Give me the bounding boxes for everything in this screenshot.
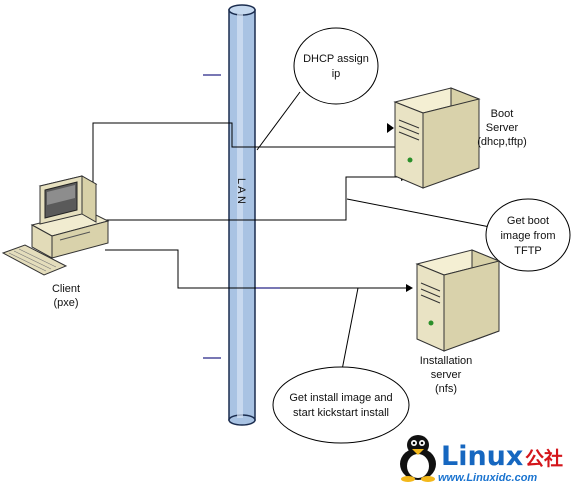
linux-watermark: Linux 公社 www.Linuxidc.com — [400, 435, 563, 484]
boot-callout-line-2: image from — [500, 230, 555, 242]
client-label: Client (pxe) — [52, 283, 80, 309]
boot-server-line-2: Server — [486, 122, 519, 134]
boot-server-line-1: Boot — [491, 108, 514, 120]
client-computer-icon — [1, 175, 110, 276]
dhcp-callout-line-1: DHCP assign — [303, 53, 369, 65]
lan-ticks — [203, 74, 221, 359]
install-callout-line-2: start kickstart install — [293, 407, 389, 419]
dhcp-callout: DHCP assign ip — [293, 27, 379, 105]
watermark-url: www.Linuxidc.com — [438, 472, 537, 484]
watermark-brand: Linux — [441, 441, 523, 472]
install-callout-line-1: Get install image and — [289, 392, 392, 404]
boot-server-label: Boot Server (dhcp,tftp) — [477, 108, 527, 148]
boot-callout-line-1: Get boot — [507, 215, 549, 227]
installation-server-label: Installation server (nfs) — [420, 355, 473, 395]
tux-penguin-icon — [400, 435, 436, 482]
lan-label: L A N — [235, 178, 247, 204]
network-links — [92, 91, 491, 371]
install-image-callout: Get install image and start kickstart in… — [272, 366, 410, 444]
dhcp-callout-line-2: ip — [332, 68, 341, 80]
installation-server-line-1: Installation — [420, 355, 473, 367]
boot-server-icon — [393, 87, 481, 189]
installation-server-line-2: server — [431, 369, 462, 381]
client-line-2: (pxe) — [53, 297, 78, 309]
client-line-1: Client — [52, 283, 80, 295]
boot-callout-line-3: TFTP — [514, 245, 542, 257]
installation-server-line-3: (nfs) — [435, 383, 457, 395]
watermark-brand-cn: 公社 — [525, 447, 563, 470]
boot-image-callout: Get boot image from TFTP — [485, 198, 571, 272]
boot-server-line-3: (dhcp,tftp) — [477, 136, 527, 148]
installation-server-icon — [415, 249, 501, 352]
lan-pipe — [228, 4, 256, 426]
